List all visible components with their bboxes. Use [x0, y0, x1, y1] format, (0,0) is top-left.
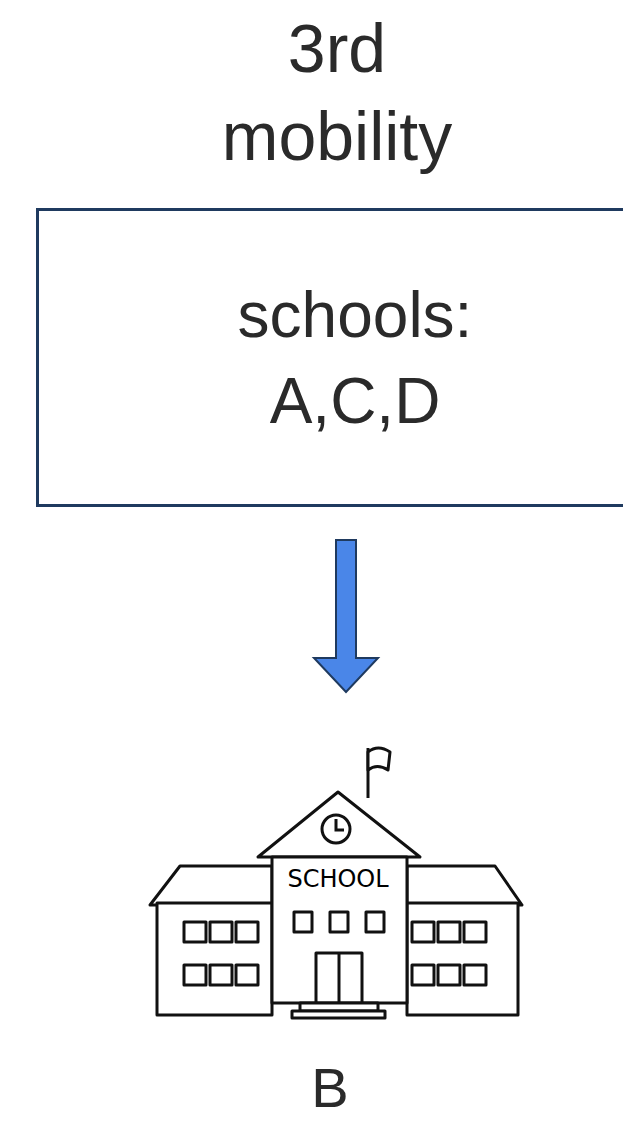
school-sign: SCHOOL [287, 865, 388, 893]
school-label: B [311, 1058, 348, 1118]
flow-arrow [314, 540, 378, 692]
school-node: SCHOOL B [112, 730, 547, 1120]
box-text: schools: A,C,D [205, 272, 505, 444]
title: 3rd mobility [187, 4, 487, 180]
school-list-box: schools: A,C,D [36, 208, 623, 507]
school-illustration [112, 730, 547, 1063]
